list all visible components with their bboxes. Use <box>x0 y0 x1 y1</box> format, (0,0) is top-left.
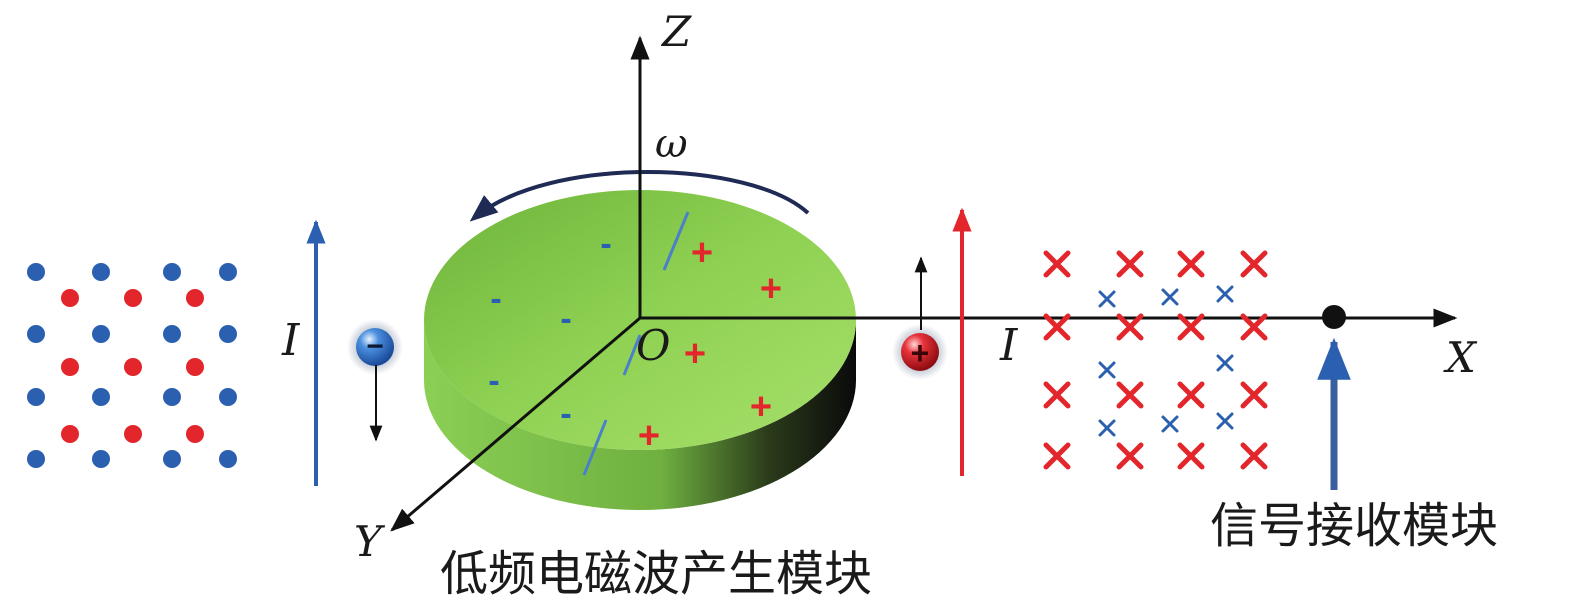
disk-plus: + <box>760 268 782 310</box>
field-cross-red <box>1043 313 1071 341</box>
field-dot-blue <box>92 450 110 468</box>
field-cross-blue <box>1216 285 1234 303</box>
field-cross-red <box>1240 381 1268 409</box>
field-cross-blue <box>1161 415 1179 433</box>
field-dot-blue <box>219 388 237 406</box>
disk-minus: - <box>600 225 611 263</box>
field-cross-blue <box>1216 412 1234 430</box>
field-dot-blue <box>27 263 45 281</box>
electron-sign: − <box>366 330 384 363</box>
field-cross-red <box>1177 381 1205 409</box>
y-axis-label: Y <box>354 517 386 566</box>
field-dot-red <box>61 358 79 376</box>
disk-minus: - <box>560 395 571 433</box>
field-dot-blue <box>27 450 45 468</box>
disk-charges: - - - - - + + + + + <box>488 225 782 457</box>
disk-plus: + <box>691 232 713 274</box>
field-cross-blue <box>1216 354 1234 372</box>
field-dot-blue <box>163 388 181 406</box>
disk-dividers <box>582 211 690 476</box>
field-dot-red <box>124 425 142 443</box>
field-dot-blue <box>163 325 181 343</box>
field-cross-red <box>1116 250 1144 278</box>
field-dot-blue <box>27 388 45 406</box>
right-field-crosses <box>1043 250 1268 470</box>
field-dot-blue <box>92 325 110 343</box>
field-dot-red <box>124 289 142 307</box>
field-dot-red <box>61 425 79 443</box>
field-cross-red <box>1177 250 1205 278</box>
z-axis-label: Z <box>660 7 692 56</box>
field-dot-blue <box>163 450 181 468</box>
field-dot-red <box>186 289 204 307</box>
disk-plus: + <box>684 333 706 375</box>
field-dot-blue <box>219 325 237 343</box>
generator-caption: 低频电磁波产生模块 <box>440 546 872 602</box>
left-field-dots <box>27 263 237 468</box>
field-cross-blue <box>1098 419 1116 437</box>
field-cross-red <box>1240 313 1268 341</box>
field-cross-red <box>1116 381 1144 409</box>
omega-label: ω <box>655 121 688 167</box>
field-cross-blue <box>1161 288 1179 306</box>
field-dot-blue <box>27 325 45 343</box>
positive-sign: + <box>911 335 930 371</box>
disk-plus: + <box>638 415 660 457</box>
field-cross-blue <box>1098 361 1116 379</box>
receiver-caption: 信号接收模块 <box>1210 498 1498 554</box>
rotating-disk <box>424 190 856 510</box>
left-current-label: I <box>281 315 301 366</box>
field-cross-red <box>1177 442 1205 470</box>
disk-plus: + <box>750 386 772 428</box>
field-cross-red <box>1043 250 1071 278</box>
origin-label: O <box>636 321 670 370</box>
y-axis <box>390 316 641 532</box>
disk-minus: - <box>490 280 501 318</box>
x-axis-label: X <box>1443 333 1478 382</box>
field-dot-blue <box>92 263 110 281</box>
field-dot-red <box>186 358 204 376</box>
field-cross-red <box>1240 442 1268 470</box>
right-current-label: I <box>999 320 1019 371</box>
field-dot-blue <box>219 450 237 468</box>
field-cross-red <box>1177 313 1205 341</box>
field-cross-red <box>1116 313 1144 341</box>
field-cross-red <box>1116 442 1144 470</box>
field-dot-red <box>61 289 79 307</box>
rotation-arc <box>469 170 810 222</box>
field-cross-blue <box>1098 290 1116 308</box>
electron-particle: − <box>347 319 403 375</box>
field-dot-blue <box>219 263 237 281</box>
field-dot-red <box>186 425 204 443</box>
field-dot-blue <box>163 263 181 281</box>
field-cross-red <box>1043 381 1071 409</box>
positive-particle: + <box>892 324 948 380</box>
field-cross-red <box>1043 442 1071 470</box>
field-cross-red <box>1240 250 1268 278</box>
disk-minus: - <box>560 300 571 338</box>
field-dot-blue <box>92 388 110 406</box>
field-dot-red <box>124 358 142 376</box>
receiver-point <box>1322 305 1346 329</box>
disk-minus: - <box>488 362 499 400</box>
